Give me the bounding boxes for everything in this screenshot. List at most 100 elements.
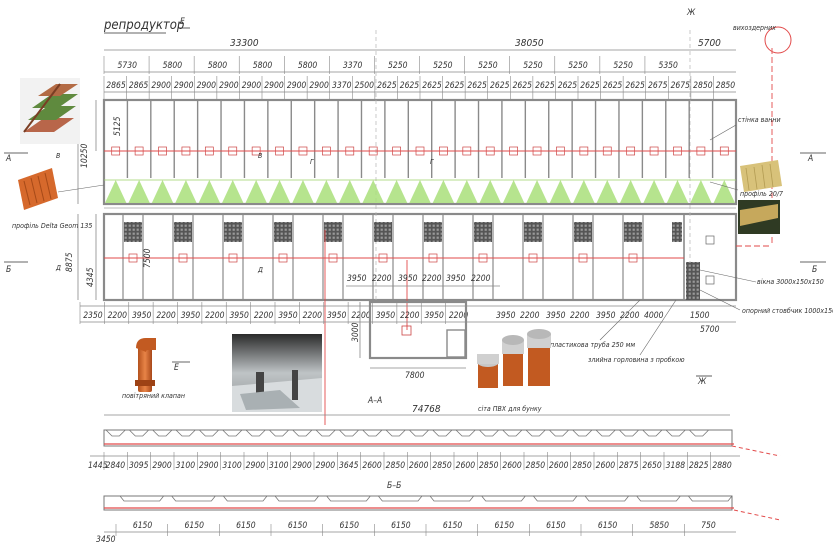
dim-aa: 2850	[572, 461, 592, 471]
dim-row3: 2900	[151, 81, 171, 91]
dim-row2: 5250	[388, 61, 408, 71]
dim-7500: 7500	[143, 248, 153, 268]
dim-bottom: 3950	[424, 311, 444, 321]
dim-row3: 2675	[648, 81, 668, 91]
section-aa-label: А–А	[367, 396, 382, 406]
dim-aa: 2900	[292, 461, 312, 471]
dim-bottom: 2200	[205, 311, 225, 321]
dim-bb: 6150	[546, 521, 566, 531]
building-outline	[102, 30, 738, 302]
section-markers: А А Б Б В В Г Г Д Д	[4, 152, 826, 275]
dim-bottom-right: 3950	[596, 311, 616, 321]
svg-text:А: А	[5, 154, 11, 164]
dim-aa: 2825	[689, 461, 709, 471]
dim-row2: 5800	[298, 61, 318, 71]
dim-row2: 5730	[118, 61, 138, 71]
dim-aa: 2850	[386, 461, 406, 471]
dim-aa: 2850	[526, 461, 546, 471]
delta-profile-photo: профіль Delta Geom 135	[12, 168, 105, 230]
svg-text:Б: Б	[6, 265, 11, 275]
dim-bb: 6150	[185, 521, 205, 531]
dim-aa: 2600	[502, 461, 522, 471]
svg-text:Г: Г	[310, 158, 314, 166]
dim-bottom: 3950	[376, 311, 396, 321]
dim-row2: 5350	[658, 61, 678, 71]
dim-row3: 2900	[264, 81, 284, 91]
dim-aa: 1445	[88, 461, 108, 471]
dim-row2: 5250	[433, 61, 453, 71]
svg-text:Г: Г	[430, 158, 434, 166]
dim-bb: 750	[701, 521, 716, 531]
dim-aa: 3100	[269, 461, 289, 471]
dim-row3: 2900	[174, 81, 194, 91]
dim-row3: 2900	[219, 81, 239, 91]
dim-bottom: 3950	[229, 311, 249, 321]
dim-row3: 2675	[671, 81, 691, 91]
dim-aa: 2875	[619, 461, 639, 471]
dim-bb: 5850	[650, 521, 670, 531]
dim-row3: 2625	[445, 81, 465, 91]
dim-bb: 6150	[495, 521, 515, 531]
dim-row3: 2625	[625, 81, 645, 91]
dim-aa: 2650	[642, 461, 662, 471]
svg-text:А: А	[807, 154, 813, 164]
dim-bottom-right: 3950	[496, 311, 516, 321]
dim-bottom-right: 2200	[620, 311, 640, 321]
dim-row3: 3370	[332, 81, 352, 91]
profile-left-label: профіль Delta Geom 135	[12, 222, 92, 230]
dim-row3: 2625	[580, 81, 600, 91]
dim-bb: 3450	[96, 535, 116, 545]
column-label: опорний стовбчик 1000х150х150	[742, 307, 833, 315]
valve-label: повітряний клапан	[122, 392, 185, 400]
axis-e-label: Е	[180, 17, 185, 27]
green-pyramid-row	[104, 179, 736, 203]
dim-bottom: 2200	[303, 311, 323, 321]
annex-height: 3000	[351, 322, 361, 342]
lower-bay-units	[122, 214, 682, 300]
dim-row2: 5250	[568, 61, 588, 71]
dim-row3: 2625	[490, 81, 510, 91]
svg-text:В: В	[56, 152, 60, 160]
dim-row3: 2865	[129, 81, 149, 91]
dim-bottom-right: 2200	[570, 311, 590, 321]
dim-bb: 6150	[236, 521, 256, 531]
dim-row3: 2900	[287, 81, 307, 91]
section-bb-label: Б–Б	[387, 481, 401, 491]
svg-text:Е: Е	[174, 363, 179, 373]
interior-photo	[232, 334, 322, 412]
dim-bottom: 3950	[181, 311, 201, 321]
total-dim-right: 5700	[698, 38, 721, 49]
svg-text:Д: Д	[55, 264, 61, 272]
air-valve-photo: повітряний клапан Е	[122, 338, 190, 400]
dim-aa: 2900	[199, 461, 219, 471]
svg-text:2200: 2200	[471, 274, 491, 284]
dim-aa: 2600	[409, 461, 429, 471]
dim-row3: 2500	[355, 81, 375, 91]
dim-5125: 5125	[113, 116, 123, 136]
dim-aa: 3095	[129, 461, 149, 471]
dim-row3: 2900	[309, 81, 329, 91]
svg-text:2200: 2200	[372, 274, 392, 284]
dim-row3: 2625	[558, 81, 578, 91]
svg-text:3950: 3950	[446, 274, 466, 284]
dim-bottom: 2200	[108, 311, 128, 321]
dim-row2: 5800	[253, 61, 273, 71]
dim-bb: 6150	[340, 521, 360, 531]
dim-row2: 3370	[343, 61, 363, 71]
dim-aa: 2850	[479, 461, 499, 471]
pipe-label: пластикова труба 250 мм	[550, 341, 635, 349]
dim-row3: 2625	[603, 81, 623, 91]
pvc-sieve-photo: сіта ПВХ для бунку	[477, 329, 551, 413]
dim-row3: 2625	[467, 81, 487, 91]
dim-bb: 6150	[133, 521, 153, 531]
upper-bay-partitions	[111, 100, 729, 178]
profile-right-label: профіль 20/7	[740, 190, 783, 198]
dim-row3: 2850	[693, 81, 713, 91]
dim-bottom: 2200	[351, 311, 371, 321]
annex-room: 7800 3000	[351, 300, 468, 381]
dim-row3: 2625	[377, 81, 397, 91]
